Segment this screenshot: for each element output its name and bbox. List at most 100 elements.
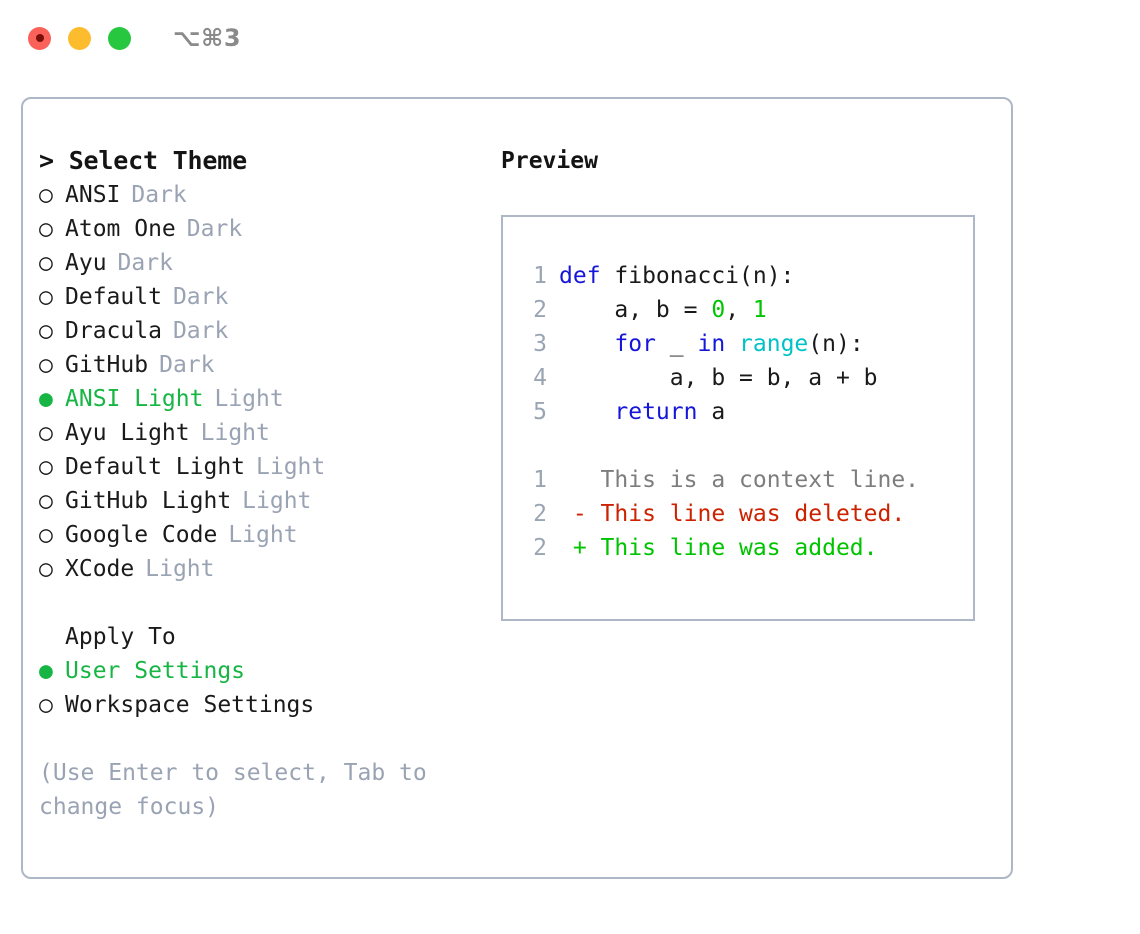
code-token: _ [655,331,698,357]
line-number: 2 [533,535,547,561]
theme-name-label: GitHub Light [65,488,232,514]
theme-name-label: Default [65,284,162,310]
keyboard-hint-text: (Use Enter to select, Tab to change focu… [39,760,427,820]
code-line-text: def fibonacci(n): [559,259,794,293]
code-token: def [559,263,615,289]
keyboard-shortcut-label: ⌥⌘3 [173,24,242,52]
theme-kind-badge: Light [256,454,326,480]
theme-list-item[interactable]: ○ Default Light Light [39,450,479,484]
code-token [559,331,614,357]
radio-unselected-icon[interactable]: ○ [39,454,53,480]
line-number: 5 [533,399,547,425]
code-token [559,399,614,425]
theme-list-item[interactable]: ○ XCode Light [39,552,479,586]
code-line-text: + This line was added. [559,531,878,565]
theme-list-item[interactable]: ○ Google Code Light [39,518,479,552]
theme-kind-badge: Light [228,522,298,548]
theme-list-item[interactable]: ○ Default Dark [39,280,479,314]
diff-line: 2 - This line was deleted. [519,497,973,531]
theme-name-label: ANSI [65,182,121,208]
code-line-text: for _ in range(n): [559,327,864,361]
code-blank-line [519,429,973,463]
code-token: 1 [752,297,767,323]
code-token: a, b = b, a + b [559,365,878,391]
radio-unselected-icon[interactable]: ○ [39,420,53,446]
theme-kind-badge: Light [214,386,284,412]
theme-name-label: Atom One [65,216,176,242]
theme-name-label: ANSI Light [65,386,204,412]
theme-list-item[interactable]: ○ Atom One Dark [39,212,479,246]
radio-unselected-icon[interactable]: ○ [39,488,53,514]
code-line-text: This is a context line. [559,463,920,497]
line-number: 2 [533,501,547,527]
code-token: a [697,399,726,425]
maximize-button[interactable] [108,26,131,50]
theme-name-label: GitHub [65,352,149,378]
theme-list-item[interactable]: ○ ANSI Dark [39,178,479,212]
radio-unselected-icon[interactable]: ○ [39,318,53,344]
code-line: 5 return a [519,395,973,429]
theme-kind-badge: Light [242,488,312,514]
code-line-text: a, b = 0, 1 [559,293,767,327]
radio-unselected-icon[interactable]: ○ [39,216,53,242]
radio-unselected-icon[interactable]: ○ [39,250,53,276]
radio-unselected-icon[interactable]: ○ [39,352,53,378]
close-button[interactable] [28,26,51,50]
radio-unselected-icon[interactable]: ○ [39,692,53,718]
radio-selected-icon[interactable]: ● [39,658,53,684]
diff-sample: 1 This is a context line.2 - This line w… [519,463,973,565]
preview-heading: Preview [501,148,598,174]
code-token: in [697,331,726,357]
line-number: 3 [533,331,547,357]
code-token: for [614,331,656,357]
code-line: 4 a, b = b, a + b [519,361,973,395]
code-token: + This line was added. [559,535,878,561]
minimize-button[interactable] [68,26,91,50]
apply-to-label: Apply To [65,624,176,650]
theme-name-label: Ayu Light [65,420,190,446]
apply-to-option[interactable]: ○Workspace Settings [39,688,479,722]
code-token: range [739,331,809,357]
code-line: 1 def fibonacci(n): [519,259,973,293]
code-token [725,331,739,357]
theme-name-label: Default Light [65,454,246,480]
code-line: 2 a, b = 0, 1 [519,293,973,327]
theme-name-label: XCode [65,556,135,582]
code-token: (n): [808,331,864,357]
theme-kind-badge: Dark [117,250,173,276]
code-token: return [614,399,698,425]
code-line: 3 for _ in range(n): [519,327,973,361]
code-token: a, b = [559,297,712,323]
radio-unselected-icon[interactable]: ○ [39,182,53,208]
apply-to-options[interactable]: ● User Settings ○Workspace Settings [39,654,479,722]
theme-name-label: Dracula [65,318,162,344]
theme-kind-badge: Dark [159,352,215,378]
radio-unselected-icon[interactable]: ○ [39,522,53,548]
theme-kind-badge: Light [145,556,215,582]
code-line-text: - This line was deleted. [559,497,905,531]
theme-list-item[interactable]: ○ GitHub Dark [39,348,479,382]
line-number: 1 [533,467,547,493]
line-number: 1 [533,263,547,289]
radio-unselected-icon[interactable]: ○ [39,556,53,582]
apply-to-option-label: User Settings [65,658,246,684]
theme-kind-badge: Dark [172,284,229,310]
theme-list-item[interactable]: ● ANSI Light Light [39,382,479,416]
apply-to-option[interactable]: ● User Settings [39,654,479,688]
traffic-lights [28,26,131,50]
radio-selected-icon[interactable]: ● [39,386,53,412]
theme-list-item[interactable]: ○ Ayu Dark [39,246,479,280]
code-token: - This line was deleted. [559,501,906,527]
theme-list-item[interactable]: ○ GitHub Light Light [39,484,479,518]
theme-kind-badge: Dark [186,216,243,242]
theme-name-label: Ayu [65,250,107,276]
theme-kind-badge: Dark [131,182,187,208]
radio-unselected-icon[interactable]: ○ [39,284,53,310]
theme-name-label: Google Code [65,522,218,548]
